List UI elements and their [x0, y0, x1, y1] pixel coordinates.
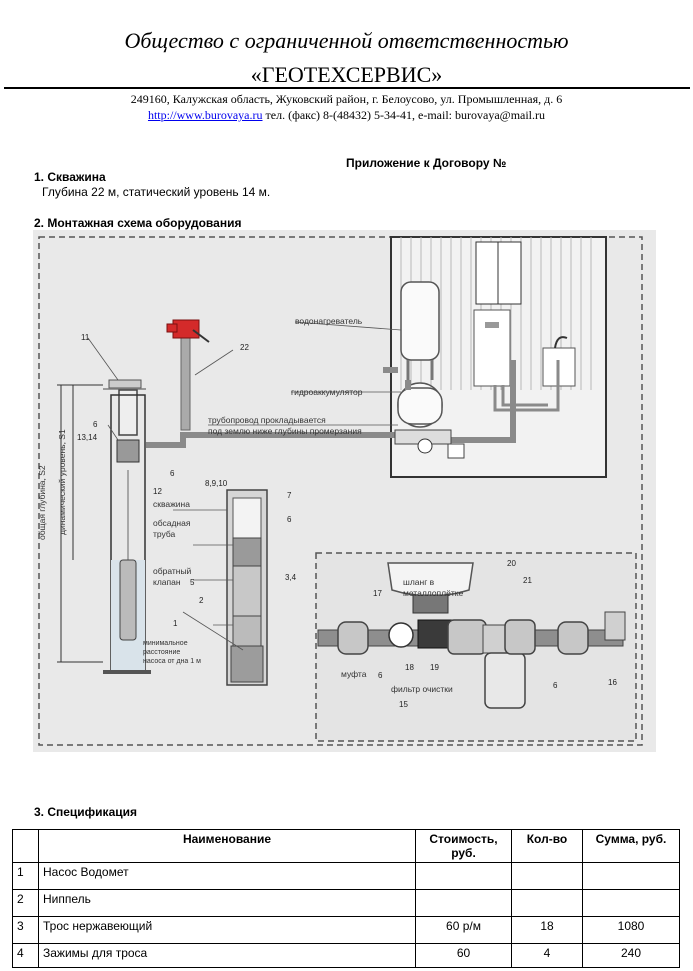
pipelines: [146, 360, 516, 448]
label-casing-2: труба: [153, 529, 176, 539]
row-name: Зажимы для троса: [38, 943, 416, 968]
label-pipeline-2: под землю ниже глубины промерзания: [208, 426, 362, 436]
row-qty: 18: [511, 916, 583, 944]
row-qty: [511, 889, 583, 917]
section-3-heading: 3. Спецификация: [34, 805, 137, 819]
num-13-14: 13,14: [77, 433, 98, 442]
label-min-distance-3: насоса от дна 1 м: [143, 658, 201, 665]
col-qty: Кол-во: [511, 829, 583, 863]
label-accumulator: гидроаккумулятор: [291, 387, 363, 397]
company-contacts: http://www.burovaya.ru тел. (факс) 8-(48…: [0, 108, 693, 123]
installation-scheme: водонагреватель гидроаккумулятор трубопр…: [33, 230, 656, 752]
leader-lines: [87, 321, 402, 651]
num-16: 16: [608, 678, 617, 687]
row-sum: [582, 889, 680, 917]
hand-pump: [166, 319, 210, 431]
header-divider: [4, 87, 690, 89]
num-11: 11: [81, 333, 90, 342]
label-check-valve-1: обратный: [153, 566, 192, 576]
label-well: скважина: [153, 499, 190, 509]
num-6d: 6: [378, 671, 383, 680]
depth-arrows: [57, 384, 103, 663]
label-hose-1: шланг в: [403, 577, 435, 587]
table-row: 4 Зажимы для троса 60 4 240: [12, 943, 680, 968]
num-6b: 6: [170, 469, 175, 478]
row-number: 1: [12, 862, 39, 890]
website-link[interactable]: http://www.burovaya.ru: [147, 108, 263, 122]
row-cost: [415, 862, 512, 890]
section-1-heading: 1. Скважина: [34, 170, 106, 184]
num-6a: 6: [93, 420, 98, 429]
num-6c: 6: [287, 515, 292, 524]
num-2: 2: [199, 596, 204, 605]
well-illustration: [103, 379, 151, 674]
num-3-4: 3,4: [285, 573, 297, 582]
label-min-distance-1: минимальное: [143, 640, 188, 647]
table-row: 1 Насос Водомет: [12, 862, 680, 890]
company-address: 249160, Калужская область, Жуковский рай…: [130, 92, 563, 106]
row-sum: [582, 862, 680, 890]
col-number: [12, 829, 39, 863]
label-min-distance-2: расстояние: [143, 649, 180, 656]
row-name: Насос Водомет: [38, 862, 416, 890]
num-1: 1: [173, 619, 178, 628]
contacts-text: тел. (факс) 8-(48432) 5-34-41, e-mail: b…: [265, 108, 546, 122]
pump-cutaway: [226, 489, 268, 686]
label-water-heater: водонагреватель: [295, 316, 363, 326]
row-cost: 60 р/м: [415, 916, 512, 944]
row-sum: 1080: [582, 916, 680, 944]
scheme-frame: [38, 236, 643, 746]
col-cost: Стоимость, руб.: [415, 829, 512, 863]
water-heater: [400, 281, 440, 380]
row-cost: [415, 889, 512, 917]
num-7: 7: [287, 491, 292, 500]
num-18: 18: [405, 663, 414, 672]
label-filter: фильтр очистки: [391, 684, 453, 694]
specification-table: Наименование Стоимость, руб. Кол-во Сумм…: [12, 829, 680, 968]
col-sum: Сумма, руб.: [582, 829, 680, 863]
row-qty: [511, 862, 583, 890]
num-8-9-10: 8,9,10: [205, 479, 228, 488]
label-casing-1: обсадная: [153, 518, 191, 528]
section-1-text: Глубина 22 м, статический уровень 14 м.: [42, 185, 271, 199]
row-number: 4: [12, 943, 39, 968]
num-15: 15: [399, 700, 408, 709]
table-row: 3 Трос нержавеющий 60 р/м 18 1080: [12, 916, 680, 944]
col-name: Наименование: [38, 829, 416, 863]
pressure-switch-unit: [394, 429, 465, 459]
company-title: Общество с ограниченной ответственностью: [124, 28, 569, 53]
row-sum: 240: [582, 943, 680, 968]
row-number: 3: [12, 916, 39, 944]
row-name: Ниппель: [38, 889, 416, 917]
num-19: 19: [430, 663, 439, 672]
appendix-title: Приложение к Договору №: [346, 156, 507, 170]
label-check-valve-2: клапан: [153, 577, 181, 587]
num-20: 20: [507, 559, 516, 568]
row-cost: 60: [415, 943, 512, 968]
section-2-heading: 2. Монтажная схема оборудования: [34, 216, 242, 230]
label-dynamic-level: динамический уровень, S1: [57, 429, 67, 535]
num-12: 12: [153, 487, 162, 496]
label-pipeline-1: трубопровод прокладывается: [208, 415, 326, 425]
num-22: 22: [240, 343, 249, 352]
row-name: Трос нержавеющий: [38, 916, 416, 944]
table-row: 2 Ниппель: [12, 889, 680, 917]
detail-assembly: [317, 562, 626, 709]
num-5: 5: [190, 578, 195, 587]
row-qty: 4: [511, 943, 583, 968]
label-coupling: муфта: [341, 669, 367, 679]
hydro-accumulator: [397, 382, 443, 428]
num-6e: 6: [553, 681, 558, 690]
label-hose-2: металлоплётке: [403, 588, 464, 598]
num-17: 17: [373, 589, 382, 598]
num-21: 21: [523, 576, 532, 585]
company-name: «ГЕОТЕХСЕРВИС»: [250, 62, 443, 87]
table-header-row: Наименование Стоимость, руб. Кол-во Сумм…: [12, 829, 680, 863]
label-total-depth: общая глубина, S2: [37, 465, 47, 540]
row-number: 2: [12, 889, 39, 917]
